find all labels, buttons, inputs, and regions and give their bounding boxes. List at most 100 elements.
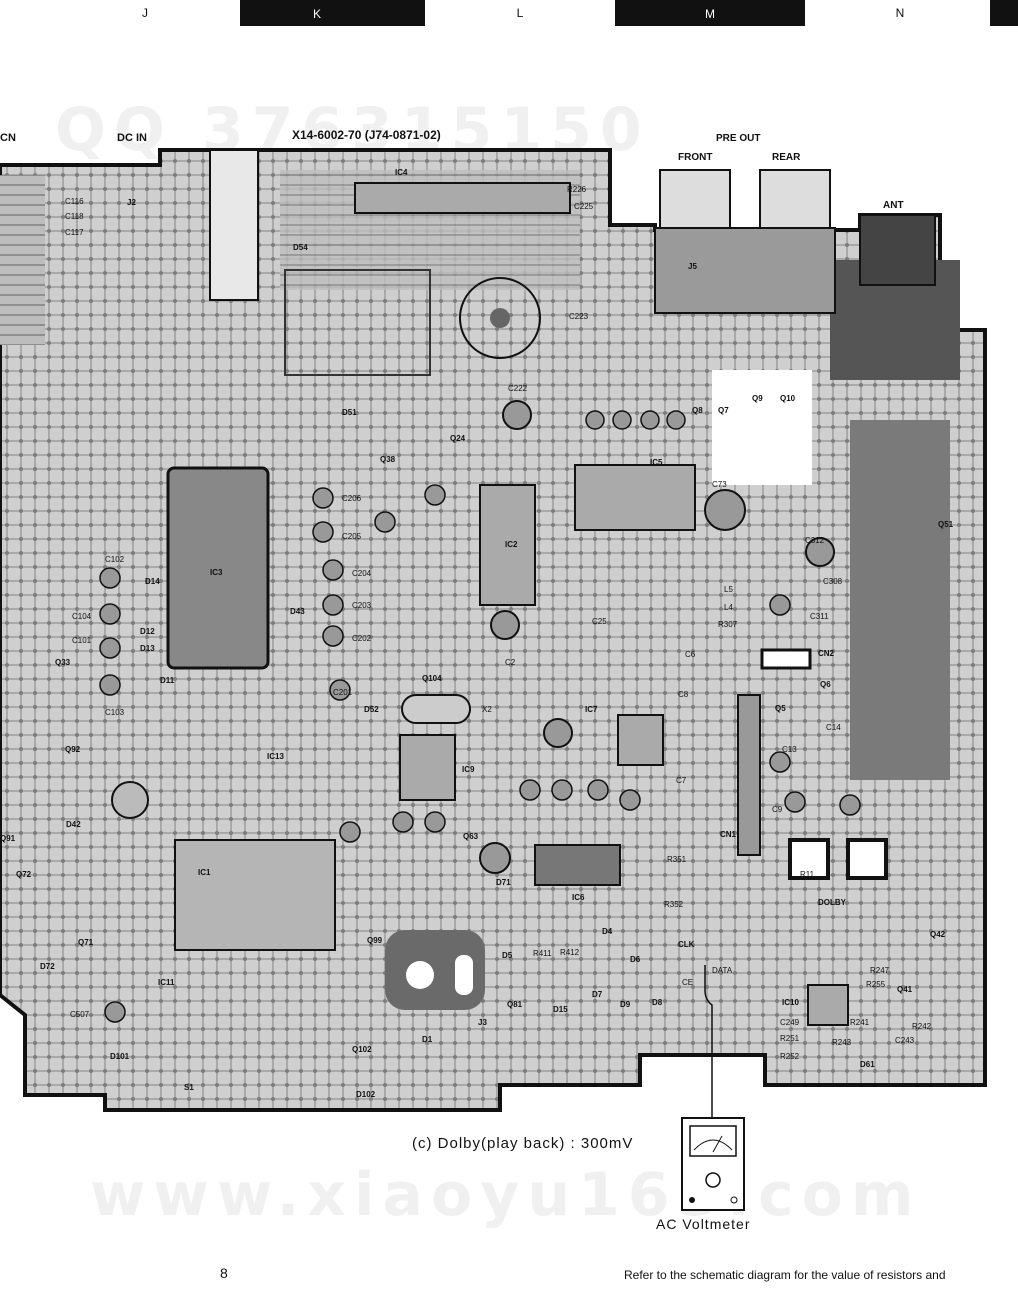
ref-d52: D52: [364, 705, 379, 714]
ref-q102: Q102: [352, 1045, 372, 1054]
grid-cell-l: L: [425, 0, 615, 26]
connector-j5: [654, 227, 836, 314]
capacitor-c171: [459, 277, 541, 359]
ref-c312: C312: [805, 536, 825, 545]
label-clk: CLK: [678, 940, 695, 949]
ref-r412: R412: [560, 948, 580, 957]
ref-q91: Q91: [0, 834, 16, 843]
label-data: DATA: [712, 966, 733, 975]
ref-d102: D102: [356, 1090, 376, 1099]
ic3-body: [166, 466, 270, 670]
ref-r247: R247: [870, 966, 890, 975]
ref-q9: Q9: [752, 394, 763, 403]
ref-c104: C104: [72, 612, 92, 621]
ref-ic13: IC13: [267, 752, 284, 761]
grid-letter-l: L: [516, 6, 524, 20]
ref-d72: D72: [40, 962, 55, 971]
ref-q24: Q24: [450, 434, 466, 443]
mount-slot: [455, 955, 473, 995]
ref-d51: D51: [342, 408, 357, 417]
ref-q42: Q42: [930, 930, 946, 939]
capacitor: [543, 718, 573, 748]
antenna-connector: [859, 214, 936, 286]
ref-d71: D71: [496, 878, 511, 887]
ref-c223: C223: [569, 312, 589, 321]
ref-c507: C507: [70, 1010, 90, 1019]
ref-ic5: IC5: [650, 458, 663, 467]
ic5-body: [574, 464, 696, 531]
grid-cell-n: N: [805, 0, 995, 26]
ref-r242: R242: [912, 1022, 932, 1031]
label-ant: ANT: [883, 200, 904, 211]
capacitor: [111, 781, 149, 819]
ref-d101: D101: [110, 1052, 130, 1061]
ref-ic4: IC4: [395, 168, 408, 177]
ref-c201: C201: [333, 688, 353, 697]
ref-d9: D9: [620, 1000, 631, 1009]
capacitor: [704, 489, 746, 531]
ref-c308: C308: [823, 577, 843, 586]
ref-c7: C7: [676, 776, 687, 785]
dc-in-connector: [209, 149, 259, 301]
ref-c205: C205: [342, 532, 362, 541]
capacitor: [502, 400, 532, 430]
ref-c206: C206: [342, 494, 362, 503]
test-lead: [704, 965, 713, 1120]
label-pre-out: PRE OUT: [716, 133, 761, 144]
ic2-body: [479, 484, 536, 606]
ref-d12: D12: [140, 627, 155, 636]
ref-j2: J2: [127, 198, 136, 207]
rca-jack-rear: [759, 169, 831, 231]
ref-r351: R351: [667, 855, 687, 864]
grid-block-black: [240, 0, 425, 26]
ref-r243: R243: [832, 1038, 852, 1047]
ref-q81: Q81: [507, 1000, 523, 1009]
watermark-bottom: www.xiaoyu163.com: [90, 1160, 922, 1230]
ref-c225: C225: [574, 202, 594, 211]
ref-c117: C117: [65, 228, 84, 237]
ic1-body: [174, 839, 336, 951]
ref-c202: C202: [352, 634, 372, 643]
ref-q10: Q10: [780, 394, 796, 403]
grid-header: J L N K M: [0, 0, 1018, 26]
ic6-body: [534, 844, 621, 886]
ref-d7: D7: [592, 990, 603, 999]
ref-ic6: IC6: [572, 893, 585, 902]
ref-r11: R11: [800, 870, 815, 879]
ic4-body: [354, 182, 571, 214]
ref-ic1: IC1: [198, 868, 211, 877]
ground-region: [850, 420, 950, 780]
label-dolby: DOLBY: [818, 898, 846, 907]
ref-d6: D6: [630, 955, 641, 964]
ref-c222: C222: [508, 384, 528, 393]
ref-q33: Q33: [55, 658, 71, 667]
ref-c6: C6: [685, 650, 696, 659]
ref-c249: C249: [780, 1018, 800, 1027]
label-rear: REAR: [772, 152, 801, 163]
rca-jack-front: [659, 169, 731, 231]
ref-c203: C203: [352, 601, 372, 610]
ic10-body: [807, 984, 849, 1026]
ref-c73: C73: [712, 480, 727, 489]
ref-x2: X2: [482, 705, 492, 714]
ref-c14: C14: [826, 723, 841, 732]
ref-q6: Q6: [820, 680, 831, 689]
meter-label: AC Voltmeter: [656, 1216, 751, 1232]
trimmer-r12: [846, 838, 888, 880]
ref-r411: R411: [533, 949, 552, 958]
board-title: X14-6002-70 (J74-0871-02): [292, 128, 441, 142]
ref-q72: Q72: [16, 870, 32, 879]
grid-cell-j: J: [50, 0, 240, 26]
ref-cn1: CN1: [720, 830, 737, 839]
ref-q38: Q38: [380, 455, 396, 464]
ref-c103: C103: [105, 708, 125, 717]
label-front: FRONT: [678, 152, 713, 163]
ref-d54: D54: [293, 243, 308, 252]
ref-cn2: CN2: [818, 649, 835, 658]
ref-l5: L5: [724, 585, 733, 594]
trimmer-r11: [788, 838, 830, 880]
ref-ic11: IC11: [158, 978, 175, 987]
ref-r251: R251: [780, 1034, 800, 1043]
